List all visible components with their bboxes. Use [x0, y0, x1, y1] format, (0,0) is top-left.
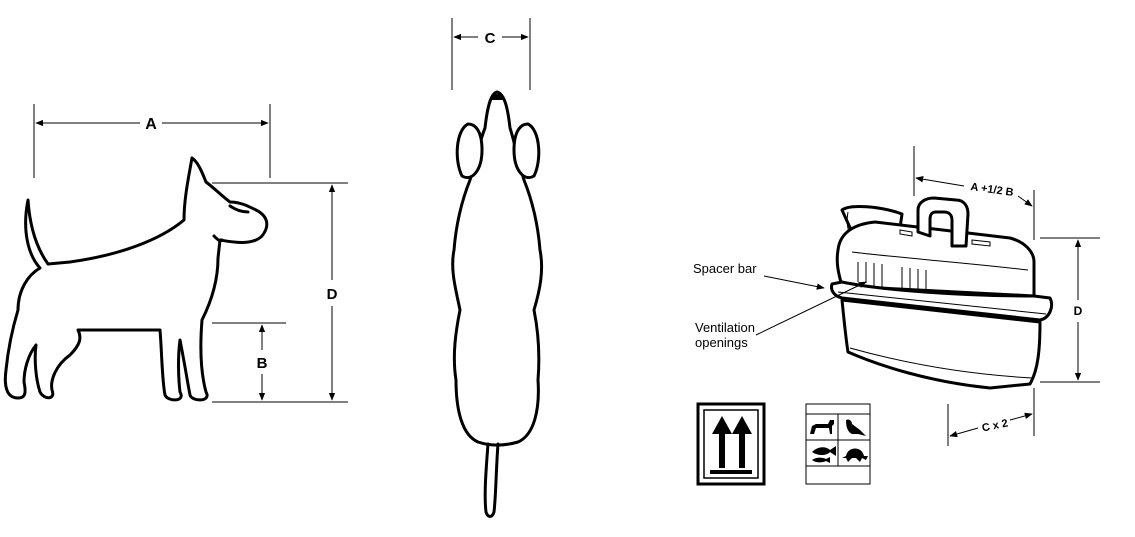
- dimension-crate-width-label: C x 2: [981, 417, 1009, 434]
- dimension-c: C: [451, 18, 531, 90]
- dog-top-view: [451, 90, 544, 518]
- fish-silhouette-icon: [812, 446, 836, 456]
- bird-silhouette-icon: [846, 419, 866, 436]
- callout-ventilation: Ventilation openings: [695, 281, 867, 350]
- dimension-d-label: D: [327, 286, 338, 303]
- dog-silhouette-icon: [810, 420, 834, 434]
- pet-carrier: [830, 196, 1054, 390]
- dimension-crate-length: A +1/2 B: [913, 146, 1035, 240]
- turtle-silhouette-icon: [842, 448, 868, 462]
- dimension-crate-width: C x 2: [947, 388, 1035, 446]
- dimension-b: B: [212, 322, 286, 401]
- ventilation-label-line2: openings: [695, 335, 748, 350]
- callout-spacer-bar: Spacer bar: [693, 261, 825, 290]
- this-way-up-arrows-icon: [696, 402, 766, 486]
- ventilation-label-line1: Ventilation: [695, 320, 755, 335]
- spacer-bar-label: Spacer bar: [693, 261, 757, 276]
- dimension-c-label: C: [485, 30, 496, 47]
- dimension-a: A: [33, 104, 271, 178]
- dimension-crate-height: D: [1040, 237, 1100, 383]
- dog-side-view: [3, 156, 269, 402]
- dimension-crate-length-label: A +1/2 B: [970, 181, 1015, 199]
- dimension-a-label: A: [145, 116, 157, 133]
- dimension-crate-height-label: D: [1074, 304, 1083, 318]
- dimension-b-label: B: [257, 355, 268, 372]
- dimension-d: D: [212, 182, 348, 403]
- live-animals-label-icon: [805, 403, 871, 485]
